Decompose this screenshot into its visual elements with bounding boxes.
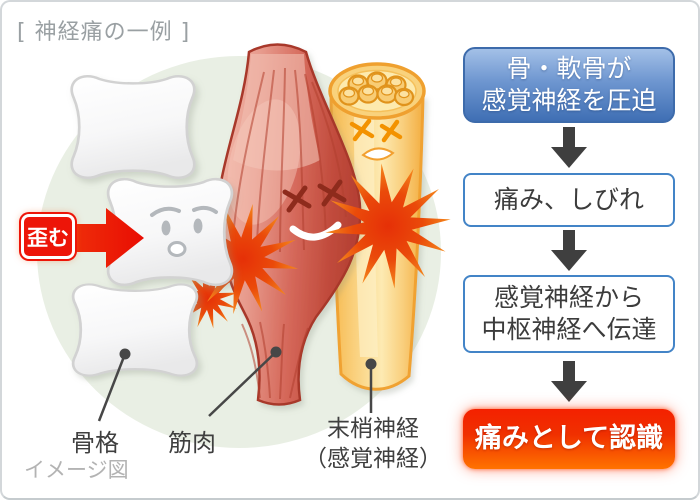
label-nerve-line2: （感覚神経） [304, 446, 442, 472]
flow-step-transmit: 感覚神経から 中枢神経へ伝達 [463, 275, 675, 353]
warp-badge-label: 歪む [27, 225, 69, 250]
label-nerve: 末梢神経 （感覚神経） [287, 414, 459, 474]
muscle-pained-face [282, 179, 347, 213]
vertebra-worried-face [150, 205, 218, 257]
image-note: イメージ図 [24, 458, 129, 482]
flow-step-symptom-line1: 痛み、しびれ [493, 185, 644, 214]
flow-step-cause-line1: 骨・軟骨が [506, 54, 632, 83]
label-bone: 骨格 [71, 429, 119, 457]
down-arrow-icon [551, 230, 587, 271]
vertebra-top [70, 74, 196, 180]
down-arrow-icon [551, 361, 587, 402]
label-nerve-line1: 末梢神経 [327, 416, 419, 442]
flow-step-transmit-line2: 中枢神経へ伝達 [481, 315, 657, 344]
flowchart: 骨・軟骨が 感覚神経を圧迫 痛み、しびれ 感覚神経から 中枢神経へ伝達 痛みとし… [463, 47, 675, 469]
nerve-mouth [361, 147, 395, 161]
flow-step-recognize-line1: 痛みとして認識 [474, 423, 664, 454]
muscle-mouth [289, 221, 342, 241]
flow-step-cause-line2: 感覚神経を圧迫 [481, 86, 657, 115]
warp-badge: 歪む [21, 214, 75, 259]
down-arrow-icon [551, 127, 587, 168]
nerve-cross-section [328, 62, 426, 120]
flow-step-symptom: 痛み、しびれ [463, 173, 675, 227]
panel-title: [ 神経痛の一例 ] [17, 20, 191, 45]
flow-step-transmit-line1: 感覚神経から [493, 283, 644, 312]
vertebra-bottom [71, 283, 199, 377]
vertebra-mouth [167, 241, 187, 257]
label-muscle: 筋肉 [168, 429, 216, 457]
nerve-pained-face [349, 118, 403, 143]
warp-arrow [24, 208, 144, 268]
muscle-shape [217, 43, 362, 406]
flow-step-cause: 骨・軟骨が 感覚神経を圧迫 [463, 47, 675, 123]
leader-lines [97, 346, 377, 422]
flow-step-recognize: 痛みとして認識 [463, 409, 675, 469]
